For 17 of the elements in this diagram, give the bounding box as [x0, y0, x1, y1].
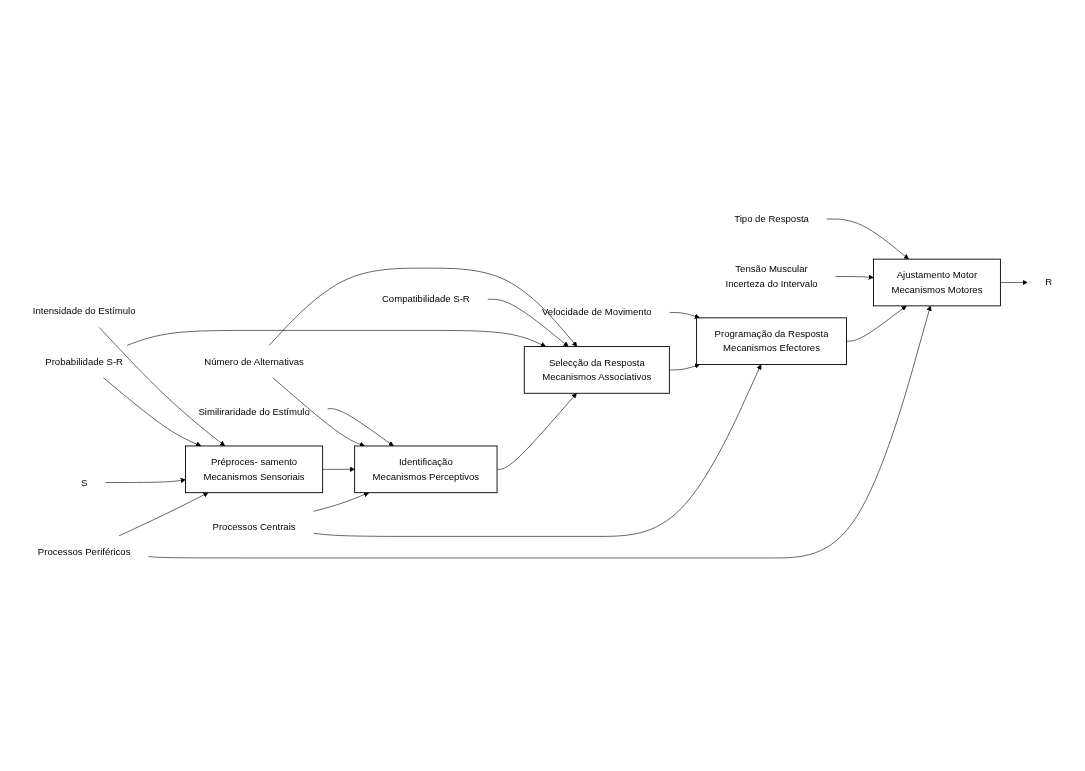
node-box: Programação da Resposta Mecanismos Efectores [696, 317, 847, 365]
node-box: Selecção da Resposta Mecanismos Associativos [523, 346, 670, 394]
node-text: S [80, 477, 88, 488]
node-box: Identificação Mecanismos Perceptivos [354, 445, 498, 494]
node-box: Ajustamento Motor Mecanismos Motores [873, 258, 1001, 307]
node-text: Processos Periféricos [37, 546, 131, 557]
node-text: R [1045, 277, 1053, 288]
node-text: Compatibilidade S-R [381, 293, 470, 305]
node-text: Número de Alternativas [204, 356, 304, 367]
node-text: Probabilidade S-R [45, 356, 124, 367]
node-text: Tipo de Resposta [734, 213, 809, 224]
node-text: Intensidade do Estímulo [32, 305, 136, 317]
node-text: Tensão Muscular Incerteza do Intervalo [725, 263, 818, 289]
node-box: Préproces- samento Mecanismos Sensoriais [185, 445, 324, 494]
node-text: Similiraridade do Estímulo [198, 406, 310, 417]
node-text: Velocidade de Movimento [541, 307, 652, 318]
node-text: Processos Centrais [212, 521, 296, 532]
